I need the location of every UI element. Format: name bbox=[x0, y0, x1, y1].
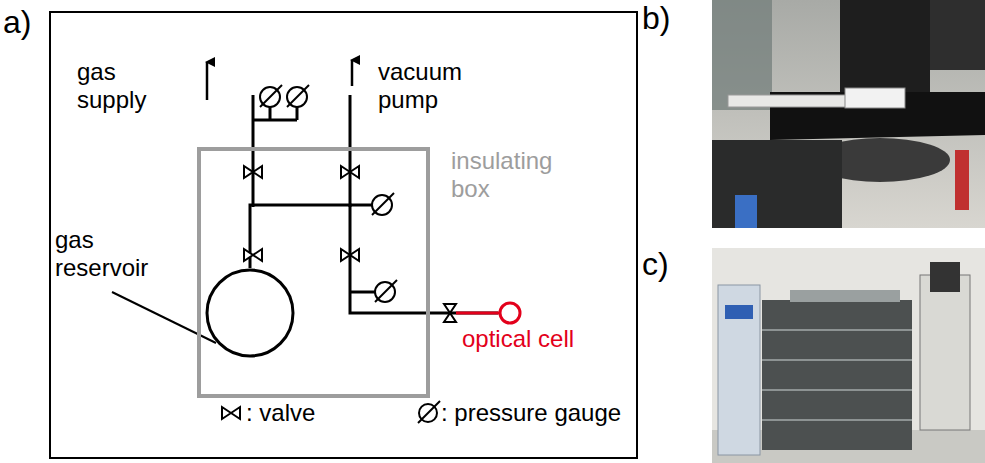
panel-frame bbox=[50, 12, 637, 458]
valve-symbol bbox=[341, 249, 359, 261]
photo-head bbox=[930, 262, 960, 292]
photo-ground bbox=[712, 248, 985, 463]
pressure-gauges bbox=[260, 85, 397, 302]
photo-tube bbox=[728, 95, 848, 107]
photo-controller bbox=[718, 285, 760, 455]
valve-symbol bbox=[244, 249, 262, 261]
photo-microscope bbox=[920, 275, 970, 430]
valve-symbol bbox=[341, 166, 359, 178]
gas-reservoir: gas reservoir bbox=[205, 268, 295, 358]
valve-symbol bbox=[244, 166, 262, 178]
optical-cell: optical cell bbox=[498, 301, 522, 325]
gas-pipe bbox=[252, 95, 255, 207]
outlet-label: vacuum pump bbox=[378, 58, 478, 113]
svg-part bbox=[418, 401, 440, 423]
photo-lab bbox=[712, 248, 985, 463]
photo-ground bbox=[712, 0, 985, 228]
gauge-branch bbox=[350, 291, 375, 294]
box-label: insulating box bbox=[451, 147, 566, 202]
valve-symbol bbox=[444, 304, 456, 322]
photo-setup bbox=[712, 0, 985, 228]
insulating-box: insulating boxgas reservoir bbox=[197, 147, 430, 398]
photo-cell bbox=[845, 88, 905, 108]
flow-arrow bbox=[351, 60, 354, 86]
gauge-needle bbox=[375, 280, 397, 302]
legend-text: : valve bbox=[246, 399, 315, 427]
pipes bbox=[253, 95, 375, 292]
gauge-needle bbox=[287, 85, 309, 107]
legend-valve-symbol bbox=[222, 407, 240, 419]
optical-cell-shape bbox=[500, 303, 520, 323]
photo-microscope bbox=[840, 0, 930, 95]
photo-bottle bbox=[735, 195, 757, 228]
flow-arrow bbox=[206, 62, 209, 100]
panel-letter: a) bbox=[3, 4, 31, 41]
svg-part bbox=[762, 329, 912, 331]
optical-cell-outline bbox=[498, 301, 522, 325]
cell-label: optical cell bbox=[462, 325, 574, 353]
svg-part bbox=[762, 419, 912, 421]
gauge-branch bbox=[350, 204, 372, 207]
photo-bench bbox=[712, 140, 842, 228]
gas-reservoir-shape bbox=[207, 270, 293, 356]
vacuum-pipe bbox=[349, 95, 352, 207]
photo-box bbox=[762, 300, 912, 450]
gauge-needle bbox=[372, 193, 394, 215]
photo-clip bbox=[955, 150, 969, 210]
gas-reservoir-outline bbox=[205, 268, 295, 358]
gauge-stem bbox=[269, 107, 272, 120]
photo-objective bbox=[930, 0, 985, 70]
panel-letter: c) bbox=[642, 246, 669, 283]
svg-part bbox=[762, 389, 912, 391]
reservoir-label: gas reservoir bbox=[55, 226, 165, 281]
photo-lid bbox=[790, 290, 900, 302]
legend-text: : pressure gauge bbox=[441, 399, 621, 427]
svg-part bbox=[762, 359, 912, 361]
panel-letter: b) bbox=[642, 0, 670, 37]
cell-pipe bbox=[456, 312, 499, 315]
outlet-label: gas supply bbox=[77, 58, 157, 113]
gauge-branch bbox=[253, 119, 297, 122]
photo-box-stripes bbox=[762, 330, 912, 420]
gauge-needle bbox=[260, 85, 282, 107]
gauge-stem bbox=[296, 107, 299, 120]
legend-gauge-symbol bbox=[418, 401, 440, 423]
photo-display bbox=[725, 305, 753, 319]
photo-glass bbox=[712, 0, 772, 110]
